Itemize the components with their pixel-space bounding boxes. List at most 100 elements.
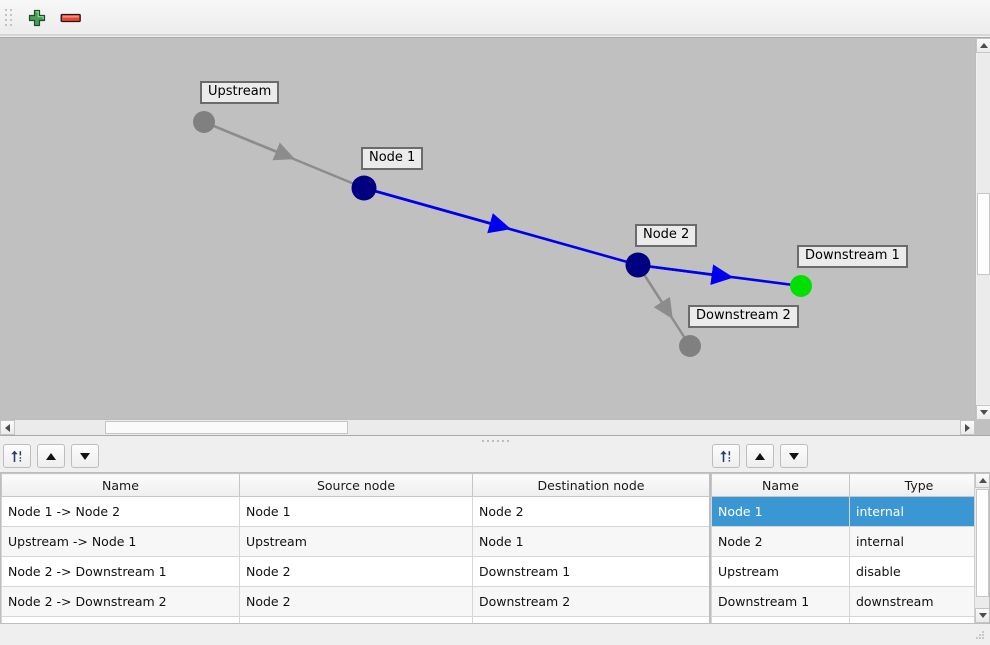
- links-column-name[interactable]: Name: [1, 473, 240, 497]
- right-arrow-icon: [965, 423, 970, 432]
- graph-node-node2[interactable]: [625, 252, 651, 278]
- links-column-destination[interactable]: Destination node: [472, 473, 709, 497]
- graph-horizontal-scrollbar[interactable]: [0, 419, 975, 435]
- nodes-panel-toolbar: [712, 444, 808, 468]
- graph-vertical-scrollbar[interactable]: [975, 38, 990, 420]
- table-row[interactable]: Node 1 internal: [711, 496, 989, 527]
- link-destination-cell[interactable]: Node 1: [472, 526, 709, 557]
- node-name-cell[interactable]: Upstream: [711, 556, 850, 587]
- remove-node-button[interactable]: [54, 3, 88, 33]
- node-name-cell[interactable]: [711, 616, 850, 623]
- nodes-column-type[interactable]: Type: [848, 473, 989, 497]
- graph-node-downstream1[interactable]: [790, 275, 812, 297]
- graph-node-downstream2[interactable]: [679, 335, 701, 357]
- link-source-cell[interactable]: Node 1: [239, 496, 473, 527]
- table-row[interactable]: Node 2 internal: [711, 526, 989, 557]
- link-destination-cell[interactable]: Downstream 2: [472, 586, 709, 617]
- node-name-cell[interactable]: Node 1: [711, 496, 850, 527]
- link-source-cell[interactable]: Node 2: [239, 586, 473, 617]
- nodes-scroll-up-button[interactable]: [975, 473, 989, 488]
- graph-vscroll-track-upper[interactable]: [977, 54, 990, 193]
- link-name-cell[interactable]: Upstream -> Node 1: [1, 526, 240, 557]
- node-name-cell[interactable]: Node 2: [711, 526, 850, 557]
- graph-label-node2[interactable]: Node 2: [635, 224, 698, 247]
- nodes-sort-button[interactable]: [712, 444, 740, 468]
- node-name-cell[interactable]: Downstream 1: [711, 586, 850, 617]
- graph-scroll-left-button[interactable]: [0, 420, 15, 435]
- nodes-table-container[interactable]: Name Type Node 1 internal Node 2 interna…: [710, 472, 990, 624]
- down-arrow-icon: [979, 410, 988, 415]
- edge-node2-downstream2[interactable]: [636, 264, 692, 347]
- nodes-scroll-thumb[interactable]: [976, 489, 989, 597]
- nodes-column-name[interactable]: Name: [711, 473, 850, 497]
- edge-node1-node2[interactable]: [363, 186, 639, 267]
- link-name-cell[interactable]: Node 2 -> Downstream 2: [1, 586, 240, 617]
- up-arrow-icon: [46, 452, 56, 460]
- node-type-cell[interactable]: disable: [848, 556, 989, 587]
- links-move-up-button[interactable]: [37, 444, 65, 468]
- graph-hscroll-thumb[interactable]: [105, 421, 348, 434]
- window-resize-grip[interactable]: [976, 631, 988, 643]
- graph-scroll-down-button[interactable]: [976, 405, 990, 420]
- graph-node-node1[interactable]: [351, 175, 377, 201]
- link-source-cell[interactable]: Node 2: [239, 556, 473, 587]
- link-source-cell[interactable]: [239, 616, 473, 623]
- nodes-scroll-down-button[interactable]: [975, 608, 989, 623]
- link-destination-cell[interactable]: Node 2: [472, 496, 709, 527]
- bottom-panels: Name Source node Destination node Node 1…: [0, 443, 990, 645]
- table-row[interactable]: Node 1 -> Node 2 Node 1 Node 2: [1, 496, 709, 527]
- table-row[interactable]: Downstream 1 downstream: [711, 586, 989, 617]
- sort-icon: [720, 450, 731, 462]
- table-row[interactable]: [711, 616, 989, 623]
- graph-label-upstream[interactable]: Upstream: [200, 81, 280, 104]
- up-arrow-icon: [978, 478, 987, 483]
- link-destination-cell[interactable]: Downstream 1: [472, 556, 709, 587]
- table-row[interactable]: Upstream disable: [711, 556, 989, 587]
- panel-splitter[interactable]: [0, 436, 990, 445]
- links-sort-button[interactable]: [3, 444, 31, 468]
- main-toolbar: [0, 0, 990, 36]
- link-name-cell[interactable]: [1, 616, 240, 623]
- plus-icon: [28, 9, 46, 27]
- link-destination-cell[interactable]: [472, 616, 709, 623]
- drag-grip[interactable]: [4, 6, 14, 30]
- add-node-button[interactable]: [20, 3, 54, 33]
- sort-icon: [11, 450, 22, 462]
- nodes-table-scrollbar[interactable]: [974, 473, 989, 623]
- nodes-move-down-button[interactable]: [780, 444, 808, 468]
- table-row[interactable]: Node 2 -> Downstream 1 Node 2 Downstream…: [1, 556, 709, 587]
- toolbar-divider: [0, 34, 990, 36]
- links-table-container[interactable]: Name Source node Destination node Node 1…: [0, 472, 710, 624]
- graph-canvas[interactable]: Upstream Node 1 Node 2 Downstream 1 Down…: [0, 38, 975, 420]
- graph-scroll-right-button[interactable]: [960, 420, 975, 435]
- graph-scroll-up-button[interactable]: [976, 38, 990, 53]
- node-type-cell[interactable]: internal: [848, 496, 989, 527]
- links-column-source[interactable]: Source node: [239, 473, 473, 497]
- graph-vscroll-track-lower[interactable]: [977, 275, 990, 404]
- graph-node-upstream[interactable]: [193, 111, 215, 133]
- graph-label-downstream1[interactable]: Downstream 1: [797, 245, 908, 268]
- node-type-cell[interactable]: [848, 616, 989, 623]
- table-row[interactable]: [1, 616, 709, 623]
- node-type-cell[interactable]: downstream: [848, 586, 989, 617]
- edge-upstream-node1[interactable]: [203, 120, 365, 190]
- node-type-cell[interactable]: internal: [848, 526, 989, 557]
- nodes-table: Name Type Node 1 internal Node 2 interna…: [711, 473, 989, 623]
- links-panel-toolbar: [3, 444, 99, 468]
- link-name-cell[interactable]: Node 2 -> Downstream 1: [1, 556, 240, 587]
- edge-node2-downstream1[interactable]: [637, 263, 802, 288]
- down-arrow-icon: [978, 613, 987, 618]
- graph-vscroll-thumb[interactable]: [977, 193, 990, 275]
- table-row[interactable]: Node 2 -> Downstream 2 Node 2 Downstream…: [1, 586, 709, 617]
- links-move-down-button[interactable]: [71, 444, 99, 468]
- graph-panel: Upstream Node 1 Node 2 Downstream 1 Down…: [0, 37, 990, 436]
- splitter-grip: [481, 439, 509, 442]
- table-row[interactable]: Upstream -> Node 1 Upstream Node 1: [1, 526, 709, 557]
- graph-label-downstream2[interactable]: Downstream 2: [688, 305, 799, 328]
- link-name-cell[interactable]: Node 1 -> Node 2: [1, 496, 240, 527]
- nodes-move-up-button[interactable]: [746, 444, 774, 468]
- link-source-cell[interactable]: Upstream: [239, 526, 473, 557]
- graph-edges-layer: [193, 111, 812, 357]
- graph-label-node1[interactable]: Node 1: [361, 147, 424, 170]
